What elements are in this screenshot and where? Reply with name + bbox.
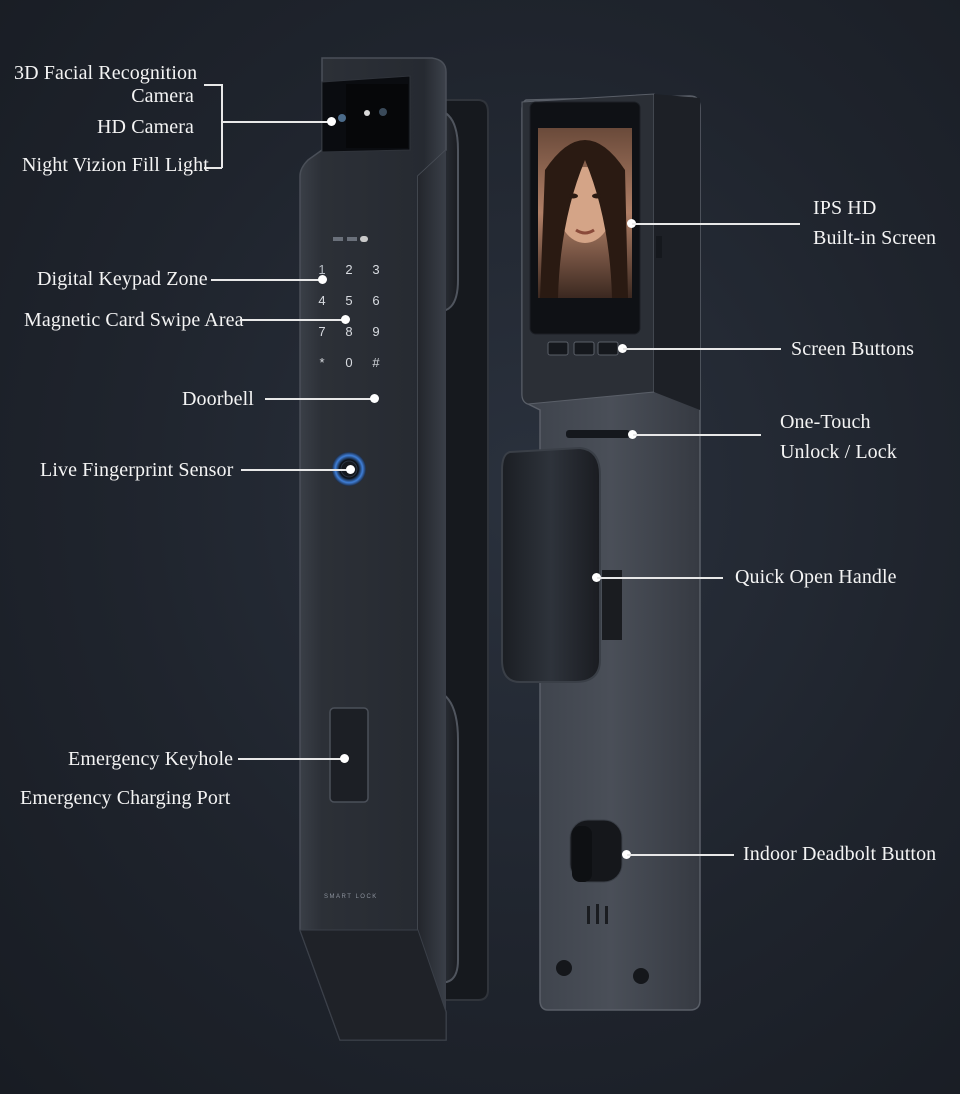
label-keyhole: Emergency Keyhole — [68, 748, 234, 770]
dot-keypad-zone — [317, 274, 327, 284]
dot-unlock — [627, 429, 637, 439]
label-charging-port: Emergency Charging Port — [20, 787, 231, 809]
leader-deadbolt — [627, 854, 734, 856]
leader-unlock — [633, 434, 761, 436]
keypad: 1 2 3 4 5 6 7 8 9 * 0 # — [310, 262, 390, 382]
label-facial-camera-line1: 3D Facial Recognition — [14, 62, 198, 84]
dot-card-swipe — [340, 314, 350, 324]
keypad-key: 2 — [345, 262, 353, 277]
label-keypad-zone: Digital Keypad Zone — [37, 268, 208, 290]
keypad-key: 3 — [372, 262, 380, 277]
leader-screen-buttons — [623, 348, 781, 350]
leader-card-swipe — [240, 319, 344, 321]
keypad-key: 7 — [318, 324, 326, 339]
dot-screen-buttons — [617, 343, 627, 353]
dot-deadbolt — [621, 849, 631, 859]
label-unlock-line1: One-Touch — [780, 411, 871, 433]
leader-hd-camera — [222, 121, 330, 123]
label-unlock: One-Touch Unlock / Lock — [780, 407, 897, 467]
leader-doorbell — [265, 398, 373, 400]
leader-keypad-zone — [211, 279, 321, 281]
dot-screen — [626, 218, 636, 228]
label-night-light: Night Vizion Fill Light — [22, 154, 209, 176]
keypad-key: 1 — [318, 262, 326, 277]
leader-facial-camera — [204, 84, 222, 86]
keypad-key: 5 — [345, 293, 353, 308]
dot-keyhole — [339, 753, 349, 763]
dot-fingerprint — [345, 464, 355, 474]
keypad-key: * — [319, 355, 325, 370]
label-unlock-line2: Unlock / Lock — [780, 441, 897, 463]
label-facial-camera-line2: Camera — [131, 85, 194, 107]
dot-handle — [591, 572, 601, 582]
label-fingerprint: Live Fingerprint Sensor — [40, 459, 234, 481]
label-facial-camera: 3D Facial Recognition Camera — [14, 62, 198, 108]
label-screen-line2: Built-in Screen — [813, 227, 937, 249]
label-screen: IPS HD Built-in Screen — [813, 193, 936, 253]
label-deadbolt: Indoor Deadbolt Button — [743, 843, 937, 865]
leader-keyhole — [238, 758, 342, 760]
keypad-key: 8 — [345, 324, 353, 339]
dot-hd-camera — [326, 116, 336, 126]
label-card-swipe: Magnetic Card Swipe Area — [24, 309, 244, 331]
label-doorbell: Doorbell — [182, 388, 254, 410]
keypad-key: # — [372, 355, 380, 370]
keypad-key: 0 — [345, 355, 353, 370]
label-screen-buttons: Screen Buttons — [791, 338, 915, 360]
dot-doorbell — [369, 393, 379, 403]
leader-handle — [597, 577, 723, 579]
leader-screen — [632, 223, 800, 225]
label-handle: Quick Open Handle — [735, 566, 897, 588]
leader-fingerprint — [241, 469, 349, 471]
brand-text: SMART LOCK — [324, 894, 378, 900]
keypad-key: 6 — [372, 293, 380, 308]
leader-night-light — [204, 167, 222, 169]
label-hd-camera: HD Camera — [97, 116, 194, 138]
leader-camera-bracket — [221, 84, 223, 168]
keypad-key: 9 — [372, 324, 380, 339]
keypad-key: 4 — [318, 293, 326, 308]
label-screen-line1: IPS HD — [813, 197, 877, 219]
